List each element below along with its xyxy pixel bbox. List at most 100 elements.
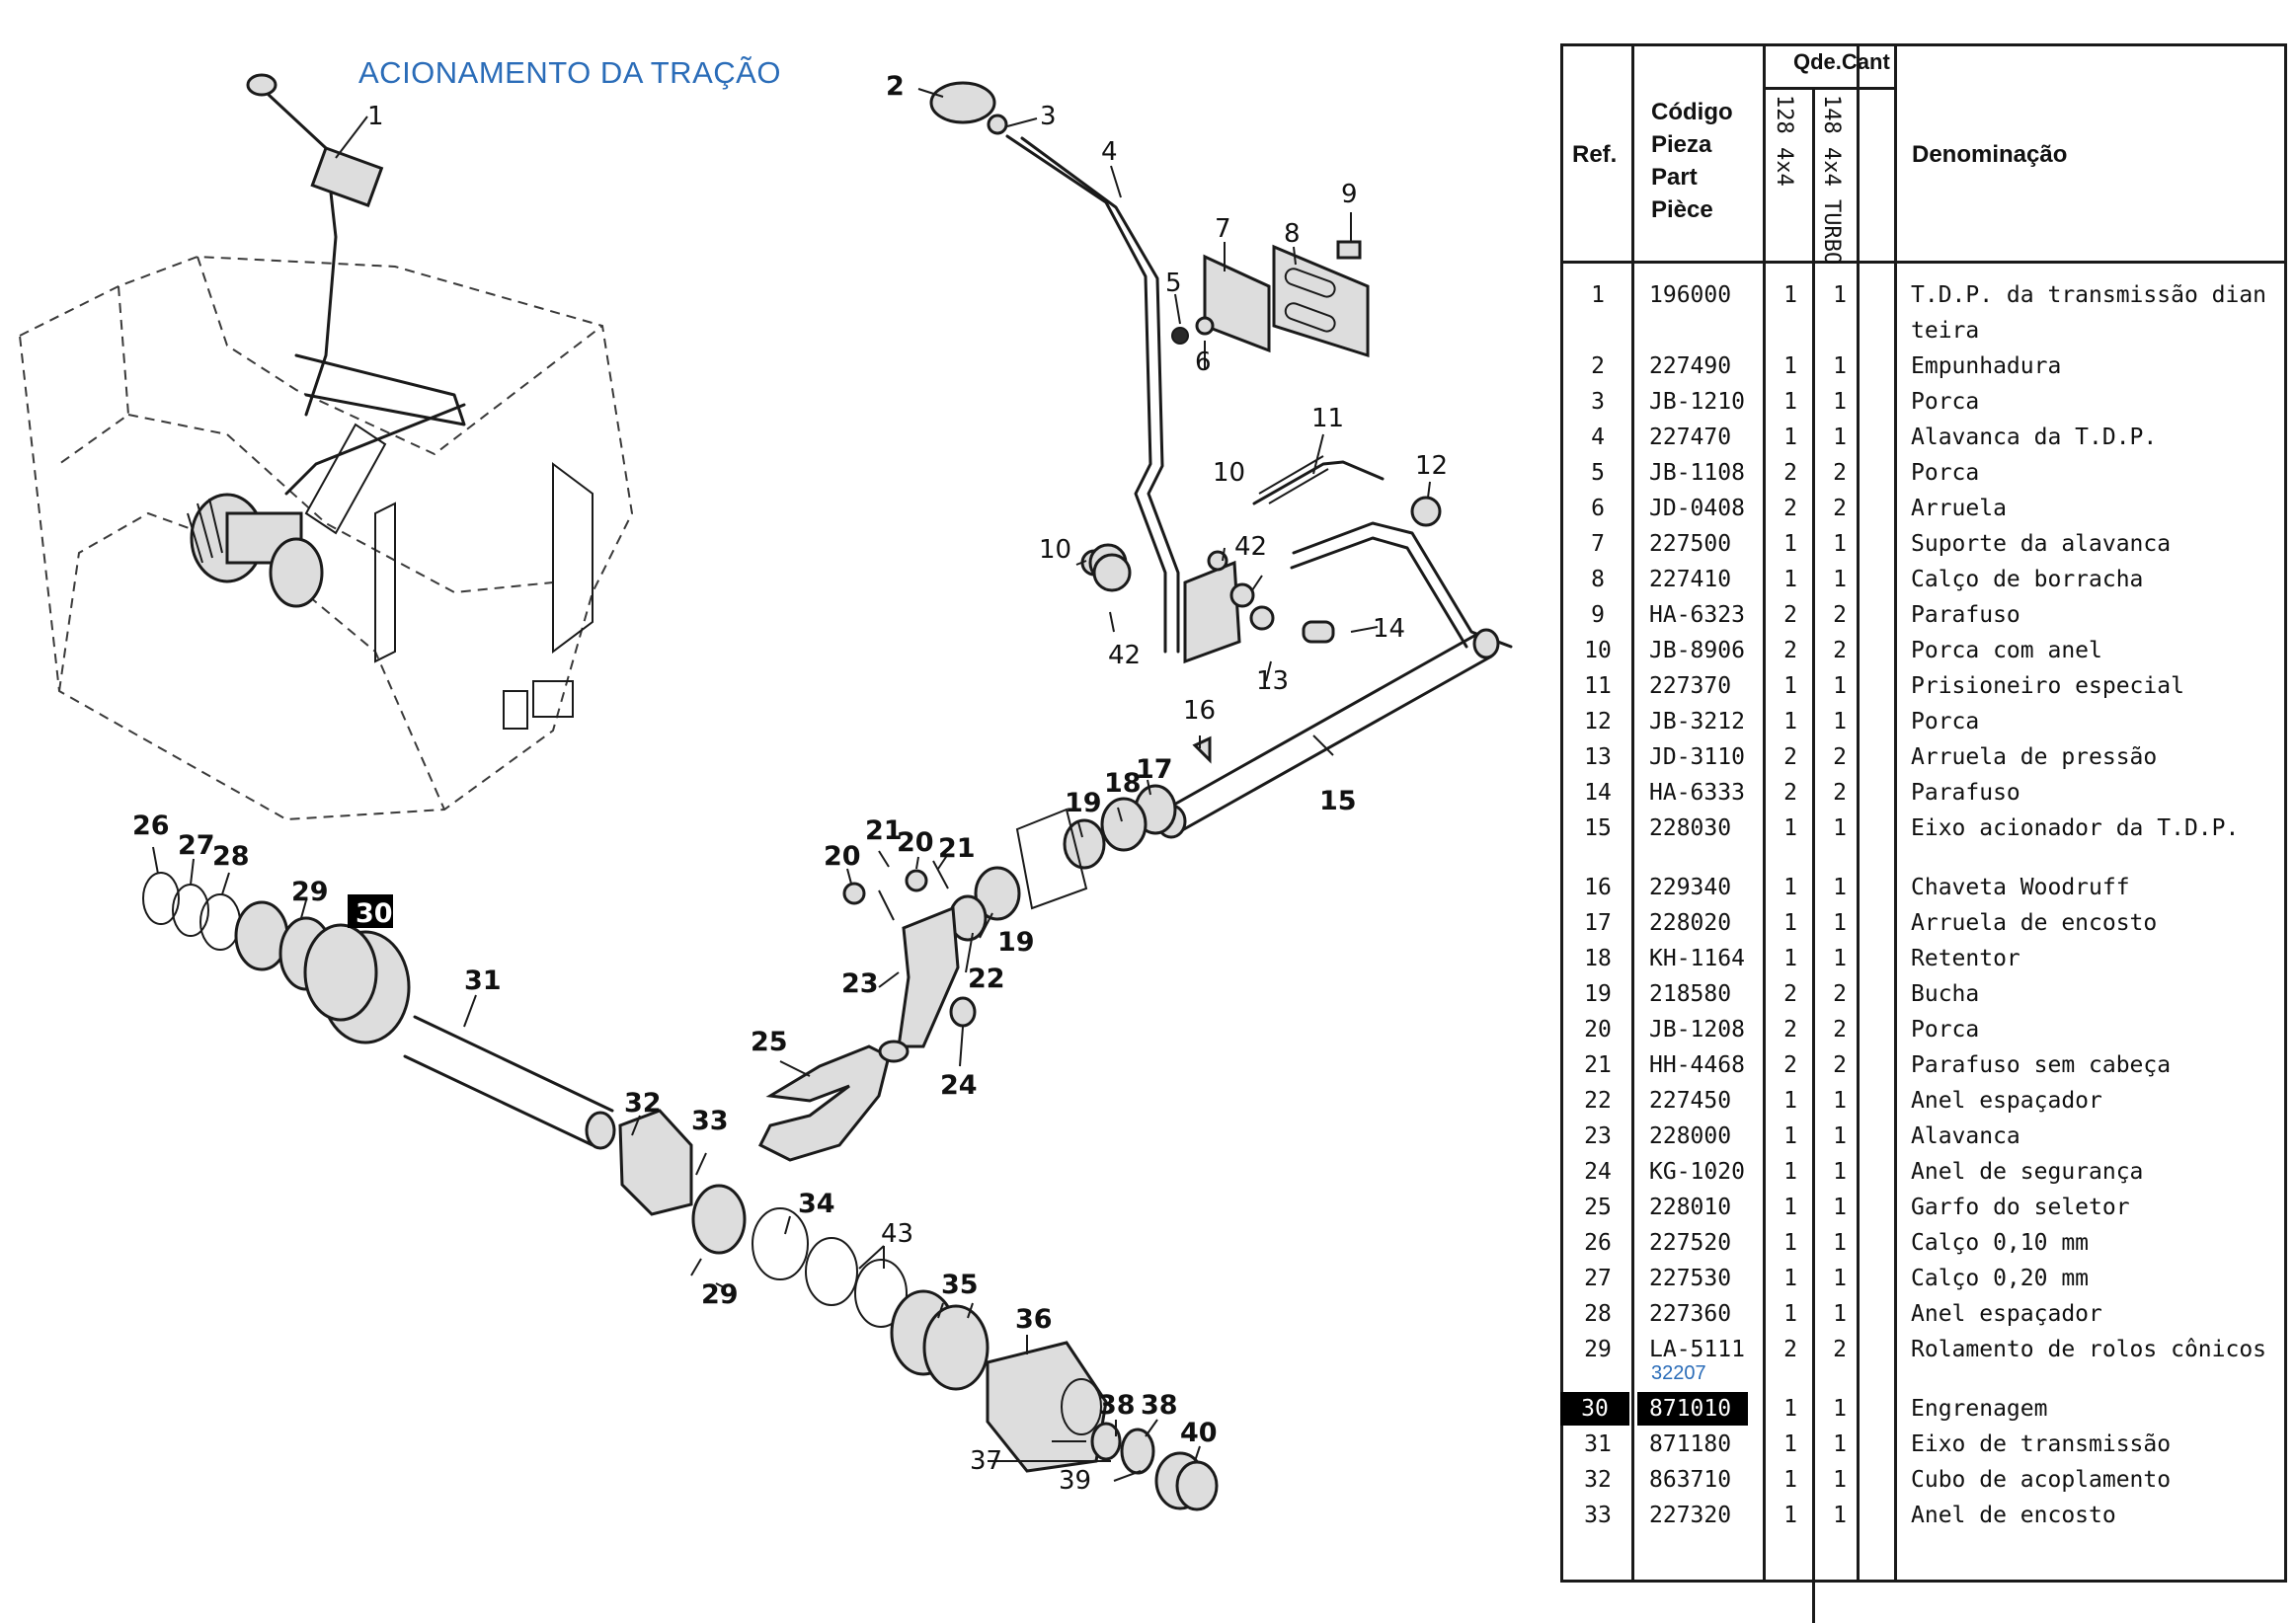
row-qty-148: 1	[1833, 1159, 1847, 1185]
row-code: JB-1108	[1649, 460, 1745, 486]
row-qty-148: 1	[1833, 353, 1847, 379]
row-qty-128: 1	[1783, 567, 1797, 592]
part-4-lever	[929, 81, 1180, 654]
row-ref: 28	[1584, 1301, 1612, 1327]
callout-27: 27	[178, 830, 215, 861]
row-code: 227520	[1649, 1230, 1732, 1256]
row-qty-128: 1	[1783, 815, 1797, 841]
row-qty-128: 2	[1783, 780, 1797, 806]
row-ref: 31	[1584, 1431, 1612, 1457]
row-ref: 20	[1584, 1017, 1612, 1043]
row-ref: 33	[1584, 1503, 1612, 1528]
callout-18: 18	[1104, 768, 1142, 799]
callout-42a: 42	[1234, 532, 1267, 562]
row-qty-128: 1	[1783, 425, 1797, 450]
row-code: 229340	[1649, 875, 1732, 900]
row-description: Eixo de transmissão	[1911, 1431, 2172, 1457]
row-qty-148: 1	[1833, 1088, 1847, 1114]
qty-header-line	[1763, 87, 1894, 90]
row-qty-148: 1	[1833, 567, 1847, 592]
row-code: 218580	[1649, 981, 1732, 1007]
row-description: Arruela de pressão	[1911, 744, 2158, 770]
row-ref: 30	[1560, 1392, 1629, 1426]
callout-25: 25	[751, 1027, 788, 1057]
row-code: 228000	[1649, 1123, 1732, 1149]
row-qty-128: 1	[1783, 389, 1797, 415]
callout-24: 24	[940, 1070, 978, 1101]
row-ref: 22	[1584, 1088, 1612, 1114]
row-code: 196000	[1649, 282, 1732, 308]
row-qty-148: 2	[1833, 1337, 1847, 1362]
row-qty-128: 2	[1783, 1052, 1797, 1078]
row-qty-128: 1	[1783, 1195, 1797, 1220]
row-qty-128: 1	[1783, 1159, 1797, 1185]
row-code: 227360	[1649, 1301, 1732, 1327]
row-qty-128: 1	[1783, 1230, 1797, 1256]
row-qty-148: 2	[1833, 1017, 1847, 1043]
callout-33: 33	[691, 1106, 729, 1136]
row-qty-148: 2	[1833, 780, 1847, 806]
row-qty-128: 2	[1783, 1337, 1797, 1362]
row-qty-128: 2	[1783, 460, 1797, 486]
row-qty-128: 1	[1783, 531, 1797, 557]
row-description: Porca	[1911, 1017, 1980, 1043]
callout-28: 28	[212, 841, 250, 872]
row-description-continued: teira	[1911, 318, 1980, 344]
row-qty-148: 1	[1833, 282, 1847, 308]
row-qty-128: 1	[1783, 282, 1797, 308]
callout-7: 7	[1215, 214, 1231, 244]
callout-12: 12	[1415, 451, 1448, 481]
row-code: JD-3110	[1649, 744, 1745, 770]
row-description: Empunhadura	[1911, 353, 2062, 379]
row-description: Arruela de encosto	[1911, 910, 2158, 936]
row-ref: 10	[1584, 638, 1612, 663]
row-code: 871180	[1649, 1431, 1732, 1457]
row-code: 227370	[1649, 673, 1732, 699]
callout-16: 16	[1183, 696, 1216, 726]
row-qty-128: 1	[1783, 1088, 1797, 1114]
row-ref: 13	[1584, 744, 1612, 770]
row-ref: 25	[1584, 1195, 1612, 1220]
row-description: Porca	[1911, 460, 1980, 486]
callout-32: 32	[624, 1088, 662, 1119]
callout-31: 31	[464, 966, 502, 996]
row-qty-148: 2	[1833, 602, 1847, 628]
row-ref: 24	[1584, 1159, 1612, 1185]
row-qty-128: 1	[1783, 709, 1797, 734]
row-code: 227500	[1649, 531, 1732, 557]
row-qty-148: 1	[1833, 531, 1847, 557]
callout-34: 34	[798, 1189, 835, 1219]
row-qty-148: 2	[1833, 460, 1847, 486]
row-qty-128: 1	[1783, 910, 1797, 936]
header-ref: Ref.	[1572, 141, 1618, 168]
row-qty-148: 1	[1833, 815, 1847, 841]
row-code: KH-1164	[1649, 946, 1745, 971]
row-ref: 14	[1584, 780, 1612, 806]
row-qty-128: 2	[1783, 638, 1797, 663]
row-description: Parafuso sem cabeça	[1911, 1052, 2172, 1078]
row-description: Bucha	[1911, 981, 1980, 1007]
callout-labels: 1 2 3 4 5 6 7 8 9 10 42 11 12 10 42 13 1…	[132, 71, 1448, 1496]
callout-30: 30	[356, 898, 393, 929]
header-model-a: 128 4x4	[1772, 95, 1796, 187]
row-qty-148: 1	[1833, 1396, 1847, 1422]
row-qty-128: 2	[1783, 744, 1797, 770]
callout-21a: 21	[865, 815, 903, 846]
exploded-parts-diagram: 1 2 3 4 5 6 7 8 9 10 42 11 12 10 42 13 1…	[18, 71, 1513, 1511]
row-ref: 19	[1584, 981, 1612, 1007]
row-sub-code: 32207	[1651, 1362, 1706, 1384]
callout-19a: 19	[1065, 788, 1102, 818]
row-ref: 29	[1584, 1337, 1612, 1362]
row-qty-148: 2	[1833, 496, 1847, 521]
row-qty-148: 1	[1833, 425, 1847, 450]
row-description: T.D.P. da transmissão dian	[1911, 282, 2267, 308]
